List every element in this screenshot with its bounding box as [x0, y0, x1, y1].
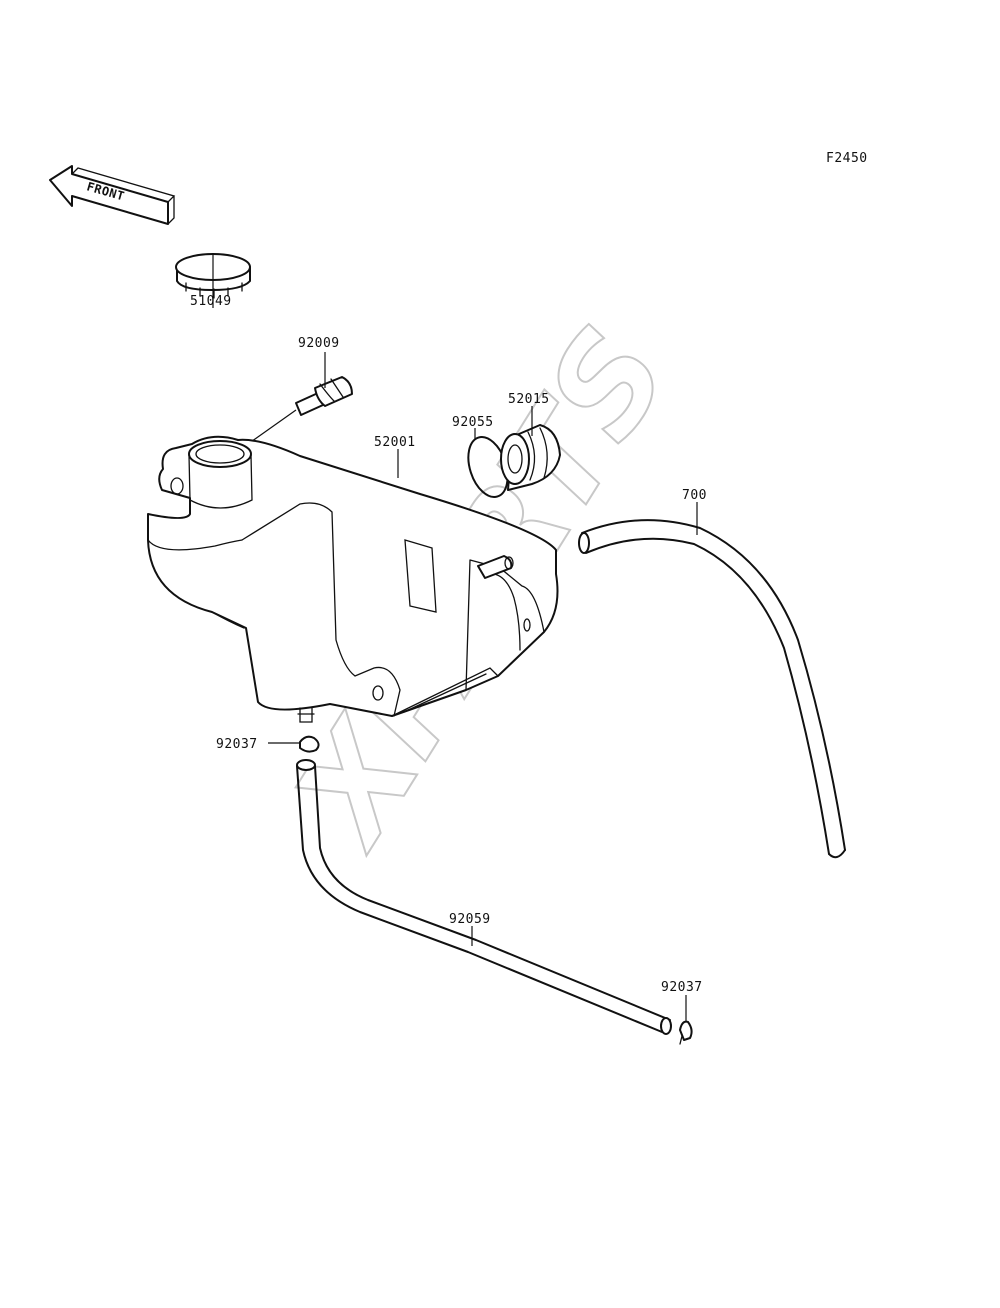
fitting-92009	[295, 376, 353, 416]
part-label-52001: 52001	[374, 435, 416, 450]
reserve-tank-52001	[147, 435, 559, 723]
part-label-92055: 92055	[452, 415, 494, 430]
part-label-92037-upper: 92037	[216, 737, 258, 752]
clamp-lower-92037	[679, 1020, 693, 1045]
overflow-hose-700	[578, 519, 846, 859]
part-label-700: 700	[682, 488, 707, 503]
part-label-51049: 51049	[190, 294, 232, 309]
part-label-92059: 92059	[449, 912, 491, 927]
part-label-92037-lower: 92037	[661, 980, 703, 995]
figure-code: F2450	[826, 151, 868, 166]
part-label-52015: 52015	[508, 392, 550, 407]
clamp-upper-92037	[268, 735, 320, 753]
part-label-92009: 92009	[298, 336, 340, 351]
front-arrow-icon: FRONT	[49, 165, 176, 225]
plug-52015	[500, 424, 561, 491]
drain-hose-92059	[296, 759, 672, 1035]
